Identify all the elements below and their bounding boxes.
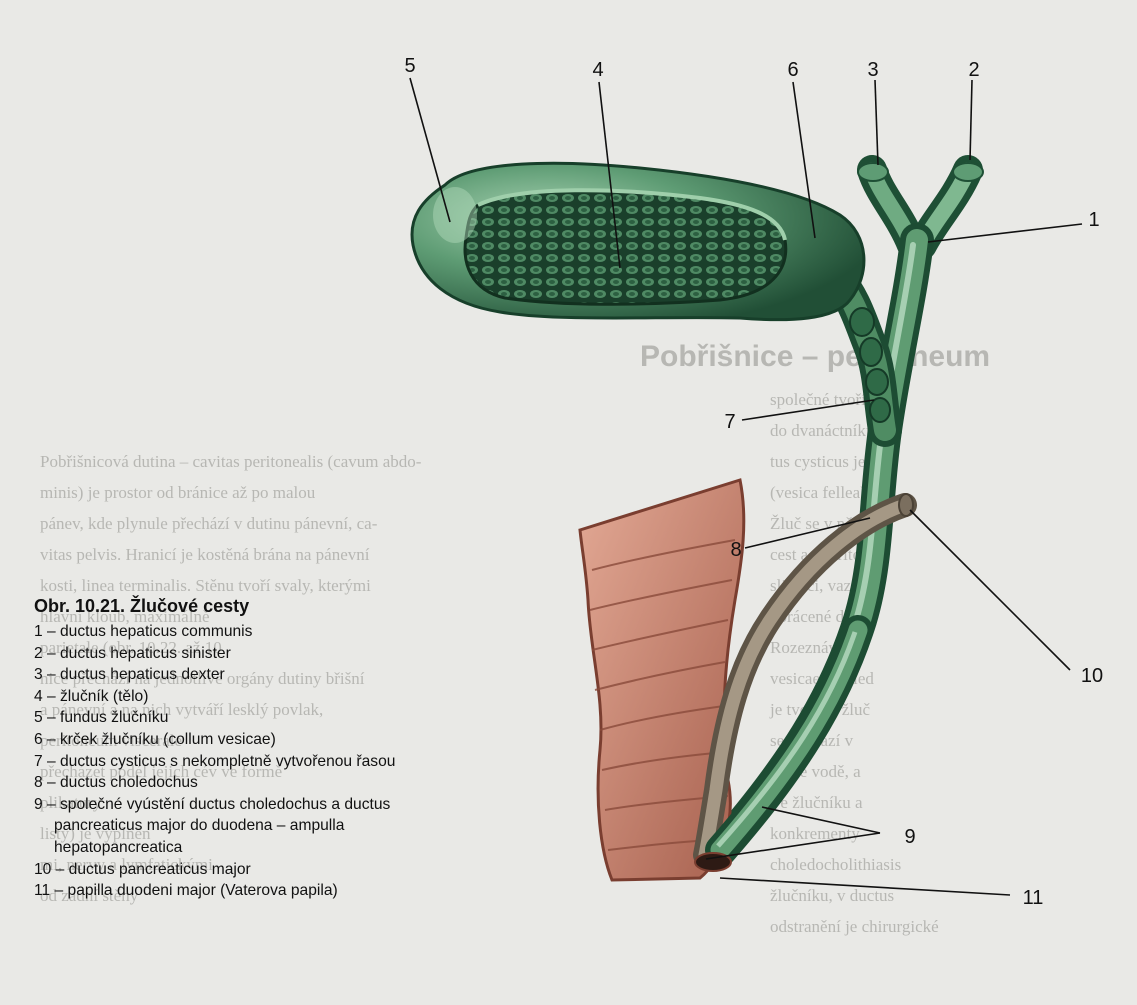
legend-item: 9 – společné vyústění ductus choledochus…	[34, 794, 504, 816]
legend-item: 7 – ductus cysticus s nekompletně vytvoř…	[34, 751, 504, 773]
legend-item: 10 – ductus pancreaticus major	[34, 859, 504, 881]
label-11: 11	[1023, 887, 1044, 909]
legend-item: 6 – krček žlučníku (collum vesicae)	[34, 729, 504, 751]
label-4: 4	[592, 59, 603, 81]
legend-item: 2 – ductus hepaticus sinister	[34, 643, 504, 665]
legend-item: 8 – ductus choledochus	[34, 772, 504, 794]
label-8: 8	[730, 539, 741, 561]
gallbladder	[412, 163, 864, 319]
label-6: 6	[787, 59, 798, 81]
legend-item: pancreaticus major do duodena – ampulla	[34, 815, 504, 837]
legend-item: 11 – papilla duodeni major (Vaterova pap…	[34, 880, 504, 902]
legend-item: 1 – ductus hepaticus communis	[34, 621, 504, 643]
label-2: 2	[968, 59, 979, 81]
legend-item: 4 – žlučník (tělo)	[34, 686, 504, 708]
legend-items: 1 – ductus hepaticus communis2 – ductus …	[34, 621, 504, 902]
figure-legend: Obr. 10.21. Žlučové cesty 1 – ductus hep…	[34, 596, 504, 902]
label-1: 1	[1088, 209, 1099, 231]
label-3: 3	[867, 59, 878, 81]
label-9: 9	[904, 826, 915, 848]
common-bile-duct	[718, 240, 917, 850]
legend-item: 3 – ductus hepaticus dexter	[34, 664, 504, 686]
label-7: 7	[724, 411, 735, 433]
label-10: 10	[1081, 665, 1103, 687]
legend-item: 5 – fundus žlučníku	[34, 707, 504, 729]
legend-item: hepatopancreatica	[34, 837, 504, 859]
label-5: 5	[404, 55, 415, 77]
legend-title: Obr. 10.21. Žlučové cesty	[34, 596, 504, 617]
